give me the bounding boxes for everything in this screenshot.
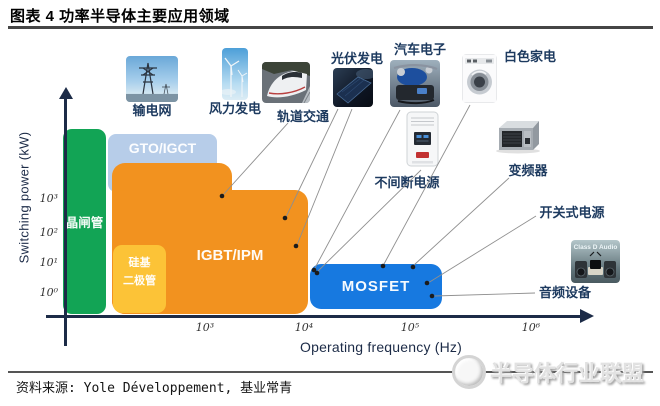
- washing-machine-photo: [462, 54, 497, 103]
- x-axis-arrow-icon: [580, 309, 594, 323]
- source-text: 资料来源: Yole Développement, 基业常青: [16, 381, 293, 396]
- app-label-ups: 不间断电源: [374, 175, 440, 190]
- watermark: 半导体行业联盟: [452, 351, 658, 393]
- region-si-diode: 硅基 二极管: [113, 245, 166, 313]
- app-label-switching-psu: 开关式电源: [539, 205, 605, 220]
- figure-title: 图表 4 功率半导体主要应用领域: [10, 8, 230, 25]
- app-label-wind-power: 风力发电: [208, 101, 261, 116]
- ups-photo: [404, 111, 441, 167]
- region-mosfet: MOSFET: [310, 264, 442, 309]
- y-tick-1e0: 10⁰: [39, 286, 58, 299]
- title-divider: [8, 26, 653, 29]
- wind-power-photo: [222, 48, 248, 100]
- y-axis-arrow-icon: [59, 87, 73, 99]
- app-label-solar-pv: 光伏发电: [330, 51, 383, 66]
- y-tick-1e1: 10¹: [39, 256, 58, 269]
- class-d-audio-caption: Class D Audio: [574, 244, 618, 251]
- x-tick-1e6: 10⁶: [521, 321, 541, 334]
- app-label-white-goods: 白色家电: [503, 49, 556, 64]
- app-label-inverter: 变频器: [508, 163, 548, 178]
- region-thyristor: 晶闸管: [63, 129, 106, 314]
- rail-transit-photo: [262, 62, 310, 103]
- region-mosfet-label: MOSFET: [341, 278, 411, 295]
- app-label-power-grid: 输电网: [132, 103, 172, 118]
- watermark-text: 半导体行业联盟: [490, 361, 645, 386]
- x-axis-label: Operating frequency (Hz): [300, 339, 462, 355]
- y-tick-1e3: 10³: [39, 192, 58, 205]
- class-d-audio-photo: Class D Audio: [571, 240, 620, 283]
- y-tick-1e2: 10²: [39, 226, 58, 239]
- region-gto-igct-label: GTO/IGCT: [128, 140, 197, 156]
- solar-pv-photo: [333, 68, 373, 107]
- footer-divider: [8, 371, 653, 373]
- automotive-electronics-photo: [390, 60, 440, 107]
- app-label-automotive: 汽车电子: [393, 42, 446, 57]
- y-axis-line: [64, 98, 67, 346]
- region-si-diode-label-line1: 硅基: [128, 257, 151, 269]
- app-label-audio-equipment: 音频设备: [538, 285, 591, 300]
- x-tick-1e3: 10³: [195, 321, 215, 334]
- region-si-diode-label-line2: 二极管: [123, 275, 156, 288]
- app-label-rail-transit: 轨道交通: [276, 109, 329, 124]
- watermark-logo-icon: [452, 355, 486, 389]
- region-thyristor-label: 晶闸管: [65, 216, 104, 230]
- region-igbt-ipm-label: IGBT/IPM: [196, 247, 264, 264]
- x-tick-1e4: 10⁴: [294, 321, 314, 334]
- x-axis-line: [46, 315, 582, 318]
- inverter-photo: [493, 118, 544, 154]
- power-grid-photo: [126, 56, 178, 102]
- x-tick-1e5: 10⁵: [400, 321, 420, 334]
